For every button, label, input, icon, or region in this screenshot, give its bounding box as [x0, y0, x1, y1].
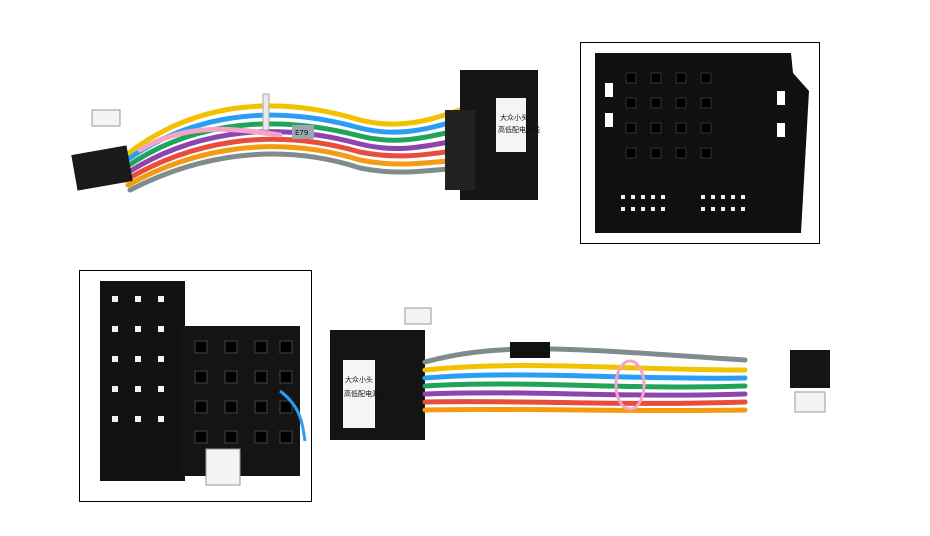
- connector-label-top: [496, 98, 526, 152]
- harness-photo-bottom: 大众小头 高低配电源线: [325, 300, 835, 450]
- iso-connector-closeup: [79, 270, 312, 502]
- harness-top-drawing: E79 大众小头 高低配电源线: [71, 70, 540, 200]
- white-plug: [205, 448, 241, 486]
- wire-tag-text: E79: [295, 129, 308, 137]
- inline-connector: [510, 342, 550, 358]
- label-line2-bottom: 高低配电源线: [344, 389, 386, 398]
- label-line1-top: 大众小头: [500, 113, 528, 122]
- end-connector: [790, 350, 830, 388]
- iso-connector-drawing: [100, 281, 307, 486]
- iso-plug-small: [71, 145, 133, 191]
- wire-tag: [292, 125, 314, 139]
- zip-tie: [262, 93, 270, 131]
- connector-label-bottom: [343, 360, 375, 428]
- connector-face-drawing: [595, 53, 809, 233]
- zip-loop: [614, 359, 646, 411]
- label-line1-bottom: 大众小头: [345, 375, 373, 384]
- small-white-connector: [91, 109, 121, 127]
- iso-left-block: [100, 281, 185, 481]
- end-white-connector: [794, 391, 826, 413]
- small-white-connector-bottom: [404, 307, 432, 325]
- harness-photo-top: E79 大众小头 高低配电源线: [60, 50, 560, 210]
- harness-bottom-drawing: 大众小头 高低配电源线: [330, 307, 830, 440]
- connector-face-closeup: [580, 42, 820, 244]
- label-line2-top: 高低配电源线: [498, 125, 540, 134]
